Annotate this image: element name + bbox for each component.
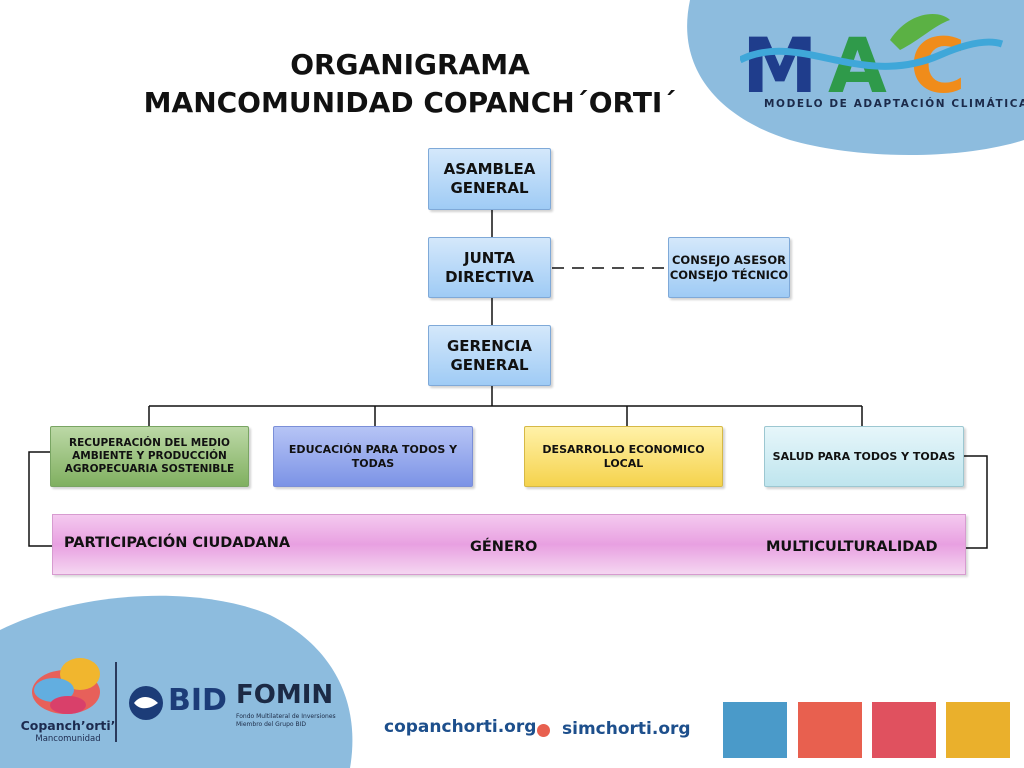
genero-label: GÉNERO	[470, 539, 538, 555]
color-square-yellow	[946, 702, 1010, 758]
mac-logo-graphic: M A C	[738, 14, 1004, 110]
multiculturalidad-label: MULTICULTURALIDAD	[766, 539, 938, 555]
leaf-icon	[890, 14, 950, 50]
color-square-red	[872, 702, 936, 758]
junta-line1: JUNTA	[463, 248, 515, 267]
fomin-sub1: Fondo Multilateral de Inversiones	[236, 713, 336, 720]
fomin-sub2: Miembro del Grupo BID	[236, 721, 306, 728]
copanchorti-name: Copanch’orti’	[20, 718, 116, 733]
area1-line3: AGROPECUARIA SOSTENIBLE	[64, 463, 235, 476]
wave-icon	[738, 38, 1004, 70]
gerencia-line2: GENERAL	[450, 355, 529, 374]
bottom-left-blob	[0, 595, 353, 768]
area2-line1: EDUCACIÓN PARA TODOS Y	[288, 442, 458, 456]
copanchorti-sub: Mancomunidad	[35, 734, 101, 744]
page-title-line1: ORGANIGRAMA	[290, 48, 530, 81]
bid-logo: BID	[128, 683, 228, 723]
color-square-orange	[798, 702, 862, 758]
bid-globe-icon	[129, 686, 163, 720]
participacion-label: PARTICIPACIÓN CIUDADANA	[64, 535, 291, 551]
fomin-text: FOMIN	[236, 680, 334, 710]
copanchorti-logo-graphic	[32, 658, 100, 714]
mac-tagline: MODELO DE ADAPTACIÓN CLIMÁTICA	[764, 98, 1024, 110]
page-title-line2: MANCOMUNIDAD COPANCH´ORTI´	[143, 86, 677, 119]
area1-line1: RECUPERACIÓN DEL MEDIO	[69, 436, 230, 449]
area2-line2: TODAS	[351, 456, 395, 470]
copanchorti-link[interactable]: copanchorti.org	[384, 717, 537, 737]
dot-separator	[537, 724, 550, 737]
transversal-axes-bar	[52, 514, 966, 575]
simchorti-link[interactable]: simchorti.org	[562, 719, 691, 739]
gerencia-line1: GERENCIA	[446, 336, 533, 355]
footer-divider	[115, 662, 117, 742]
area1-line2: AMBIENTE Y PRODUCCIÓN	[72, 449, 227, 462]
asamblea-line2: GENERAL	[450, 179, 529, 197]
area3-line1: DESARROLLO ECONOMICO	[542, 442, 705, 456]
area4-line1: SALUD PARA TODOS Y TODAS	[772, 449, 956, 463]
fomin-logo: FOMIN Fondo Multilateral de Inversiones …	[236, 680, 346, 740]
consejo-line1: CONSEJO ASESOR	[671, 253, 786, 268]
top-right-blob	[687, 0, 1024, 155]
bid-text: BID	[168, 683, 227, 718]
junta-line2: DIRECTIVA	[445, 267, 534, 286]
area3-line2: LOCAL	[603, 456, 644, 470]
connector-left-bracket	[28, 451, 52, 547]
mac-logo: M A C MODELO DE ADAPTACIÓN CLIMÁTICA	[738, 10, 1024, 120]
mac-letter-m: M	[742, 21, 818, 110]
area-salud-box: SALUD PARA TODOS Y TODAS	[764, 426, 964, 487]
asamblea-line1: ASAMBLEA	[443, 160, 536, 179]
copanchorti-logo: Copanch’orti’ Mancomunidad	[18, 650, 118, 750]
connector-right-bracket	[964, 455, 988, 549]
color-square-blue	[723, 702, 787, 758]
consejo-line2: CONSEJO TÉCNICO	[669, 267, 789, 282]
